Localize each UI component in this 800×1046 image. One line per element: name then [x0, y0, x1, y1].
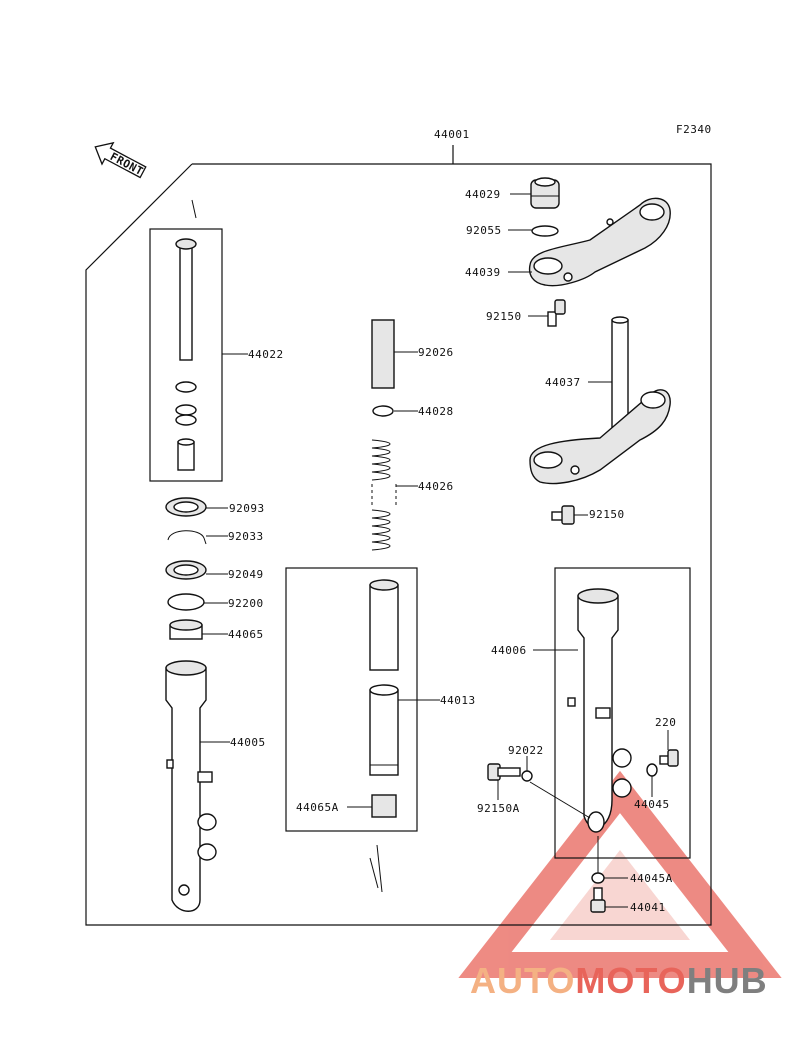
label-44039: 44039: [465, 266, 501, 279]
fork-spring-44026: [371, 439, 397, 551]
oil-seal-92093: [165, 497, 207, 517]
label-44001: 44001: [434, 128, 470, 141]
oil-seal-92049: [165, 560, 207, 580]
bushing-44065: [169, 619, 203, 640]
watermark-logo-triangle: [458, 770, 782, 978]
label-92055: 92055: [466, 224, 502, 237]
front-arrow-icon: FRONT: [94, 141, 147, 179]
bleed-screw-220: [659, 749, 679, 767]
box-44022: [149, 228, 223, 482]
label-220: 220: [655, 716, 676, 729]
outer-tube-44005: [165, 660, 217, 912]
label-44045: 44045: [634, 798, 670, 811]
label-44037: 44037: [545, 376, 581, 389]
label-92022: 92022: [508, 744, 544, 757]
washer-44045: [646, 763, 658, 777]
bolt-92150-upper: [547, 299, 566, 327]
o-ring-92055: [531, 225, 559, 237]
washer-44028: [372, 405, 394, 417]
drain-bolt-44041: [590, 887, 606, 913]
label-92026: 92026: [418, 346, 454, 359]
box-44006: [554, 567, 691, 859]
watermark-part-hub: HUB: [686, 960, 768, 1001]
watermark-part-moto: MOTO: [575, 960, 687, 1001]
upper-bracket-44039: [528, 197, 671, 287]
label-44065: 44065: [228, 628, 264, 641]
label-92150-lower: 92150: [589, 508, 625, 521]
label-44005: 44005: [230, 736, 266, 749]
front-label: FRONT: [108, 150, 146, 178]
assembly-frame: [85, 145, 712, 926]
label-92093: 92093: [229, 502, 265, 515]
label-44065A: 44065A: [296, 801, 339, 814]
label-44028: 44028: [418, 405, 454, 418]
label-92200: 92200: [228, 597, 264, 610]
fork-inner-tube-44013: [369, 579, 399, 776]
damper-rod-44022: [175, 238, 197, 471]
washer-44045A: [591, 872, 605, 884]
label-44029: 44029: [465, 188, 501, 201]
spacer-92026: [371, 319, 395, 389]
label-44006: 44006: [491, 644, 527, 657]
label-92033: 92033: [228, 530, 264, 543]
watermark-logo-text: AUTOMOTOHUB: [470, 960, 800, 1008]
label-92150-upper: 92150: [486, 310, 522, 323]
washer-92200: [167, 593, 205, 611]
bolt-92150A: [487, 763, 521, 781]
top-cap-44029: [530, 177, 560, 209]
watermark-part-auto: AUTO: [470, 960, 576, 1001]
outer-tube-44006: [567, 588, 632, 833]
bushing-44065A: [371, 794, 397, 818]
label-44041: 44041: [630, 901, 666, 914]
label-44026: 44026: [418, 480, 454, 493]
washer-92022: [521, 770, 533, 782]
circlip-92033: [167, 530, 207, 545]
label-44045A: 44045A: [630, 872, 673, 885]
label-92150A: 92150A: [477, 802, 520, 815]
label-44022: 44022: [248, 348, 284, 361]
label-44013: 44013: [440, 694, 476, 707]
diagram-code: F2340: [676, 123, 712, 136]
label-92049: 92049: [228, 568, 264, 581]
bolt-92150-lower: [551, 505, 575, 525]
stem-lower-bracket-44037: [529, 316, 671, 485]
